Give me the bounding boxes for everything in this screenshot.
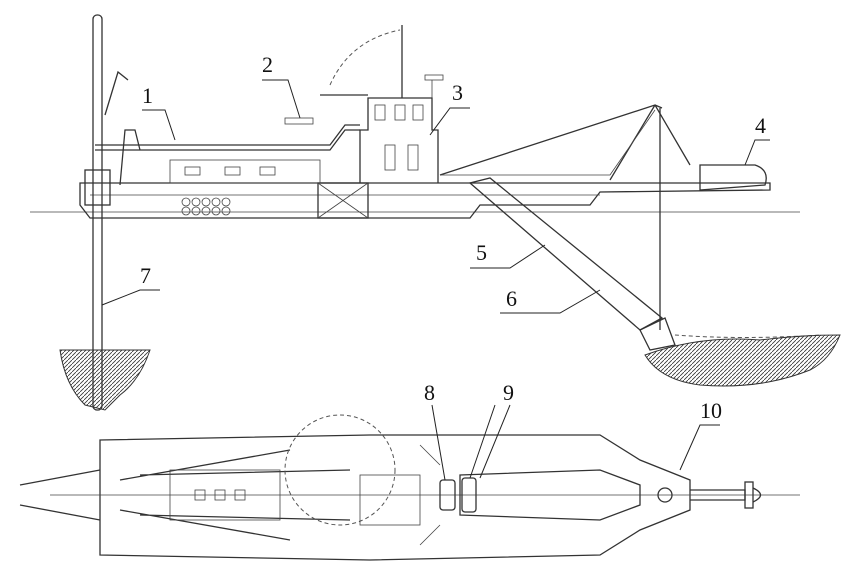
- label-1: 1: [142, 83, 153, 108]
- tanks: [181, 197, 231, 216]
- label-6: 6: [506, 286, 517, 311]
- cutter-ladder: [468, 177, 664, 331]
- label-7: 7: [140, 263, 151, 288]
- label-9: 9: [503, 380, 514, 405]
- pump-unit: [461, 477, 477, 513]
- side-view: [30, 14, 841, 411]
- label-4: 4: [755, 113, 766, 138]
- hull-plan: [99, 434, 691, 561]
- seabed-cutter: [644, 334, 841, 387]
- discharge-pipe: [95, 124, 360, 151]
- control-cabin: [359, 97, 439, 183]
- callouts: 1 2 3 4 5 6 7 8 9 10: [101, 52, 770, 481]
- plan-view: [19, 414, 800, 561]
- label-8: 8: [424, 380, 435, 405]
- pump: [439, 479, 456, 511]
- spuds-plan: [19, 469, 101, 521]
- cutter-head: [639, 317, 676, 351]
- label-3: 3: [452, 80, 463, 105]
- ladder-gantry: [439, 104, 691, 181]
- label-5: 5: [476, 240, 487, 265]
- label-10: 10: [700, 398, 722, 423]
- seabed-spud: [59, 349, 151, 411]
- stern-pipe: [699, 164, 767, 191]
- pump-room: [317, 182, 369, 219]
- hull-side: [79, 182, 771, 219]
- label-2: 2: [262, 52, 273, 77]
- spud-pole: [92, 14, 103, 411]
